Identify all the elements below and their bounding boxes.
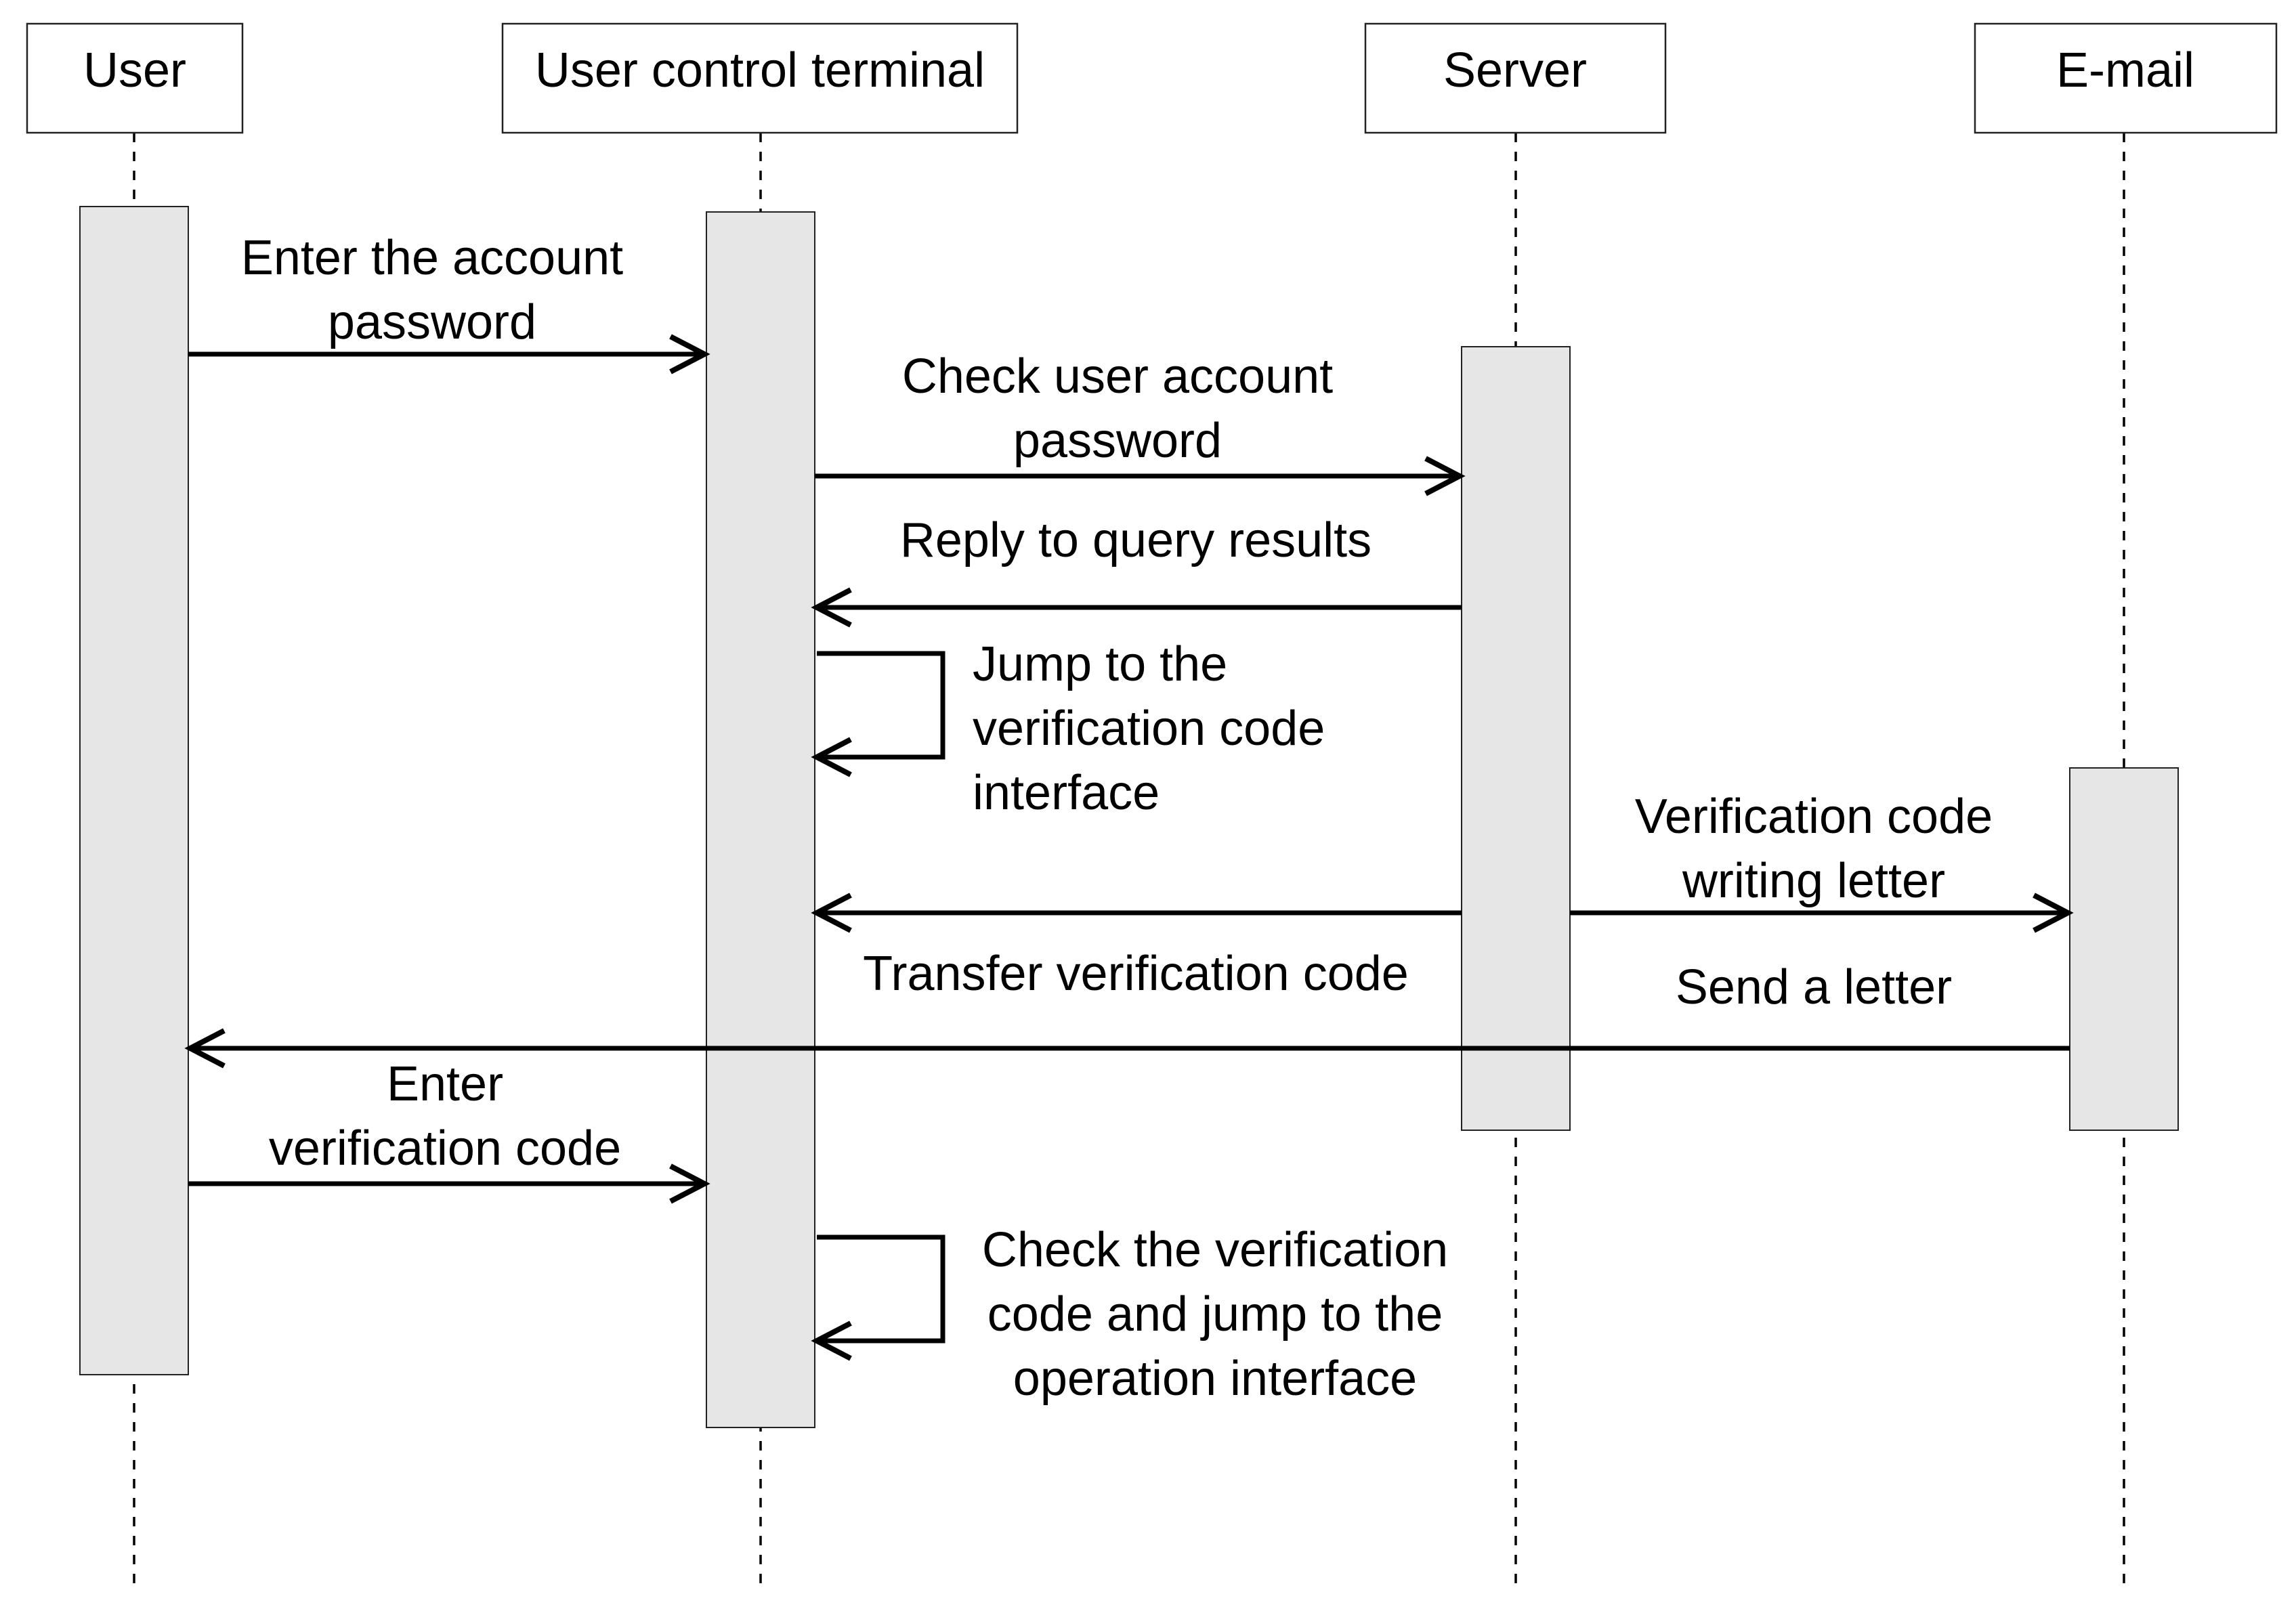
activation-bars <box>79 206 2179 1428</box>
arrowhead-left-icon <box>811 1320 852 1361</box>
arrowhead-left-icon <box>184 1028 226 1069</box>
participant-user[interactable]: User <box>26 22 244 134</box>
participant-label-user: User <box>83 43 186 98</box>
message-label-line: Enter the account <box>241 231 623 285</box>
arrowhead-right-icon <box>669 1163 710 1204</box>
message-jump-verification-interface: Jump to the verification code interface <box>811 637 1325 820</box>
arrowhead-left-icon <box>811 893 852 933</box>
self-call-loop <box>817 1234 945 1344</box>
message-label-line: Transfer verification code <box>863 947 1409 1001</box>
activation-bar-email <box>2069 767 2179 1131</box>
message-label-line: interface <box>973 766 1160 820</box>
arrowhead-right-icon <box>2033 893 2074 933</box>
message-check-account-password: Check user account password <box>815 349 1466 496</box>
participant-email[interactable]: E-mail <box>1974 22 2278 134</box>
message-label-line: verification code <box>973 702 1325 756</box>
arrowhead-left-icon <box>811 587 852 628</box>
message-label-line: operation interface <box>1013 1352 1417 1406</box>
message-label-line: password <box>1013 414 1222 468</box>
participant-box-user <box>26 22 244 134</box>
participant-server[interactable]: Server <box>1364 22 1667 134</box>
message-label-line: Check the verification <box>982 1223 1448 1277</box>
message-label-line: code and jump to the <box>987 1287 1443 1341</box>
activation-bar-server <box>1461 346 1571 1131</box>
message-label-line: Verification code <box>1635 790 1993 844</box>
participant-box-server <box>1364 22 1667 134</box>
message-enter-account-password: Enter the account password <box>188 231 710 374</box>
message-enter-verification-code: Enter verification code <box>188 1057 710 1204</box>
message-label-line: Enter <box>387 1057 503 1111</box>
arrowhead-left-icon <box>811 737 852 777</box>
message-label-line: writing letter <box>1682 854 1945 908</box>
message-check-code-jump-operation: Check the verification code and jump to … <box>811 1223 1448 1406</box>
self-call-loop <box>817 651 945 760</box>
message-label-line: verification code <box>269 1121 621 1176</box>
participant-label-server: Server <box>1443 43 1587 98</box>
message-reply-query-results: Reply to query results <box>811 513 1462 628</box>
participant-terminal[interactable]: User control terminal <box>501 22 1019 134</box>
arrowhead-right-icon <box>1424 456 1466 496</box>
message-label-line: Send a letter <box>1676 960 1952 1014</box>
message-verification-code-letter: Verification code writing letter <box>1570 790 2074 933</box>
message-send-letter: Send a letter <box>184 960 2070 1069</box>
arrowhead-right-icon <box>669 334 710 374</box>
message-label-line: Reply to query results <box>900 513 1372 567</box>
activation-bar-user <box>79 206 189 1375</box>
participant-box-terminal <box>501 22 1019 134</box>
activation-bar-terminal <box>706 211 815 1428</box>
message-label-line: Jump to the <box>973 637 1227 691</box>
participant-box-email <box>1974 22 2278 134</box>
participant-label-terminal: User control terminal <box>535 43 985 98</box>
participant-label-email: E-mail <box>2056 43 2194 98</box>
message-label-line: password <box>328 295 536 349</box>
message-transfer-verification-code: Transfer verification code <box>811 893 1462 1001</box>
message-label-line: Check user account <box>902 349 1333 404</box>
